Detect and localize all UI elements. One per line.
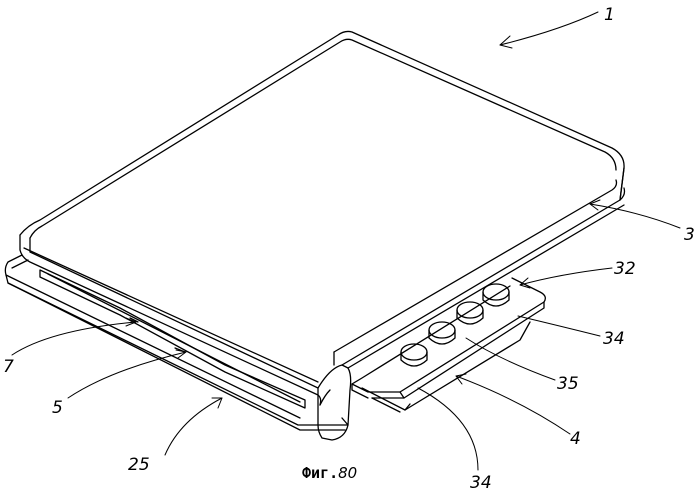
label-35: 35 — [557, 374, 579, 394]
leader-25 — [165, 398, 222, 455]
label-4: 4 — [570, 429, 581, 449]
leader-34-lower — [418, 388, 478, 470]
figure-caption: Фиг.80 — [302, 464, 357, 482]
leader-5 — [68, 352, 186, 398]
housing — [20, 31, 625, 440]
leader-1 — [500, 12, 598, 45]
label-5: 5 — [52, 398, 63, 418]
label-34-lower: 34 — [470, 473, 492, 493]
caption-number: 80 — [338, 464, 357, 482]
caption-prefix: Фиг. — [302, 464, 338, 482]
leader-34-upper — [518, 316, 600, 336]
leader-3 — [590, 204, 680, 228]
label-1: 1 — [604, 5, 615, 25]
slot — [40, 270, 305, 408]
tray — [352, 278, 545, 398]
leader-lines — [12, 12, 680, 470]
leader-35 — [466, 338, 555, 380]
label-34-upper: 34 — [603, 329, 625, 349]
label-32: 32 — [614, 259, 636, 279]
label-25: 25 — [128, 455, 150, 475]
leader-4 — [456, 376, 570, 434]
button-2 — [429, 322, 455, 344]
label-7: 7 — [3, 357, 14, 377]
label-3: 3 — [684, 225, 695, 245]
button-1 — [401, 344, 427, 366]
leader-32 — [520, 268, 612, 285]
